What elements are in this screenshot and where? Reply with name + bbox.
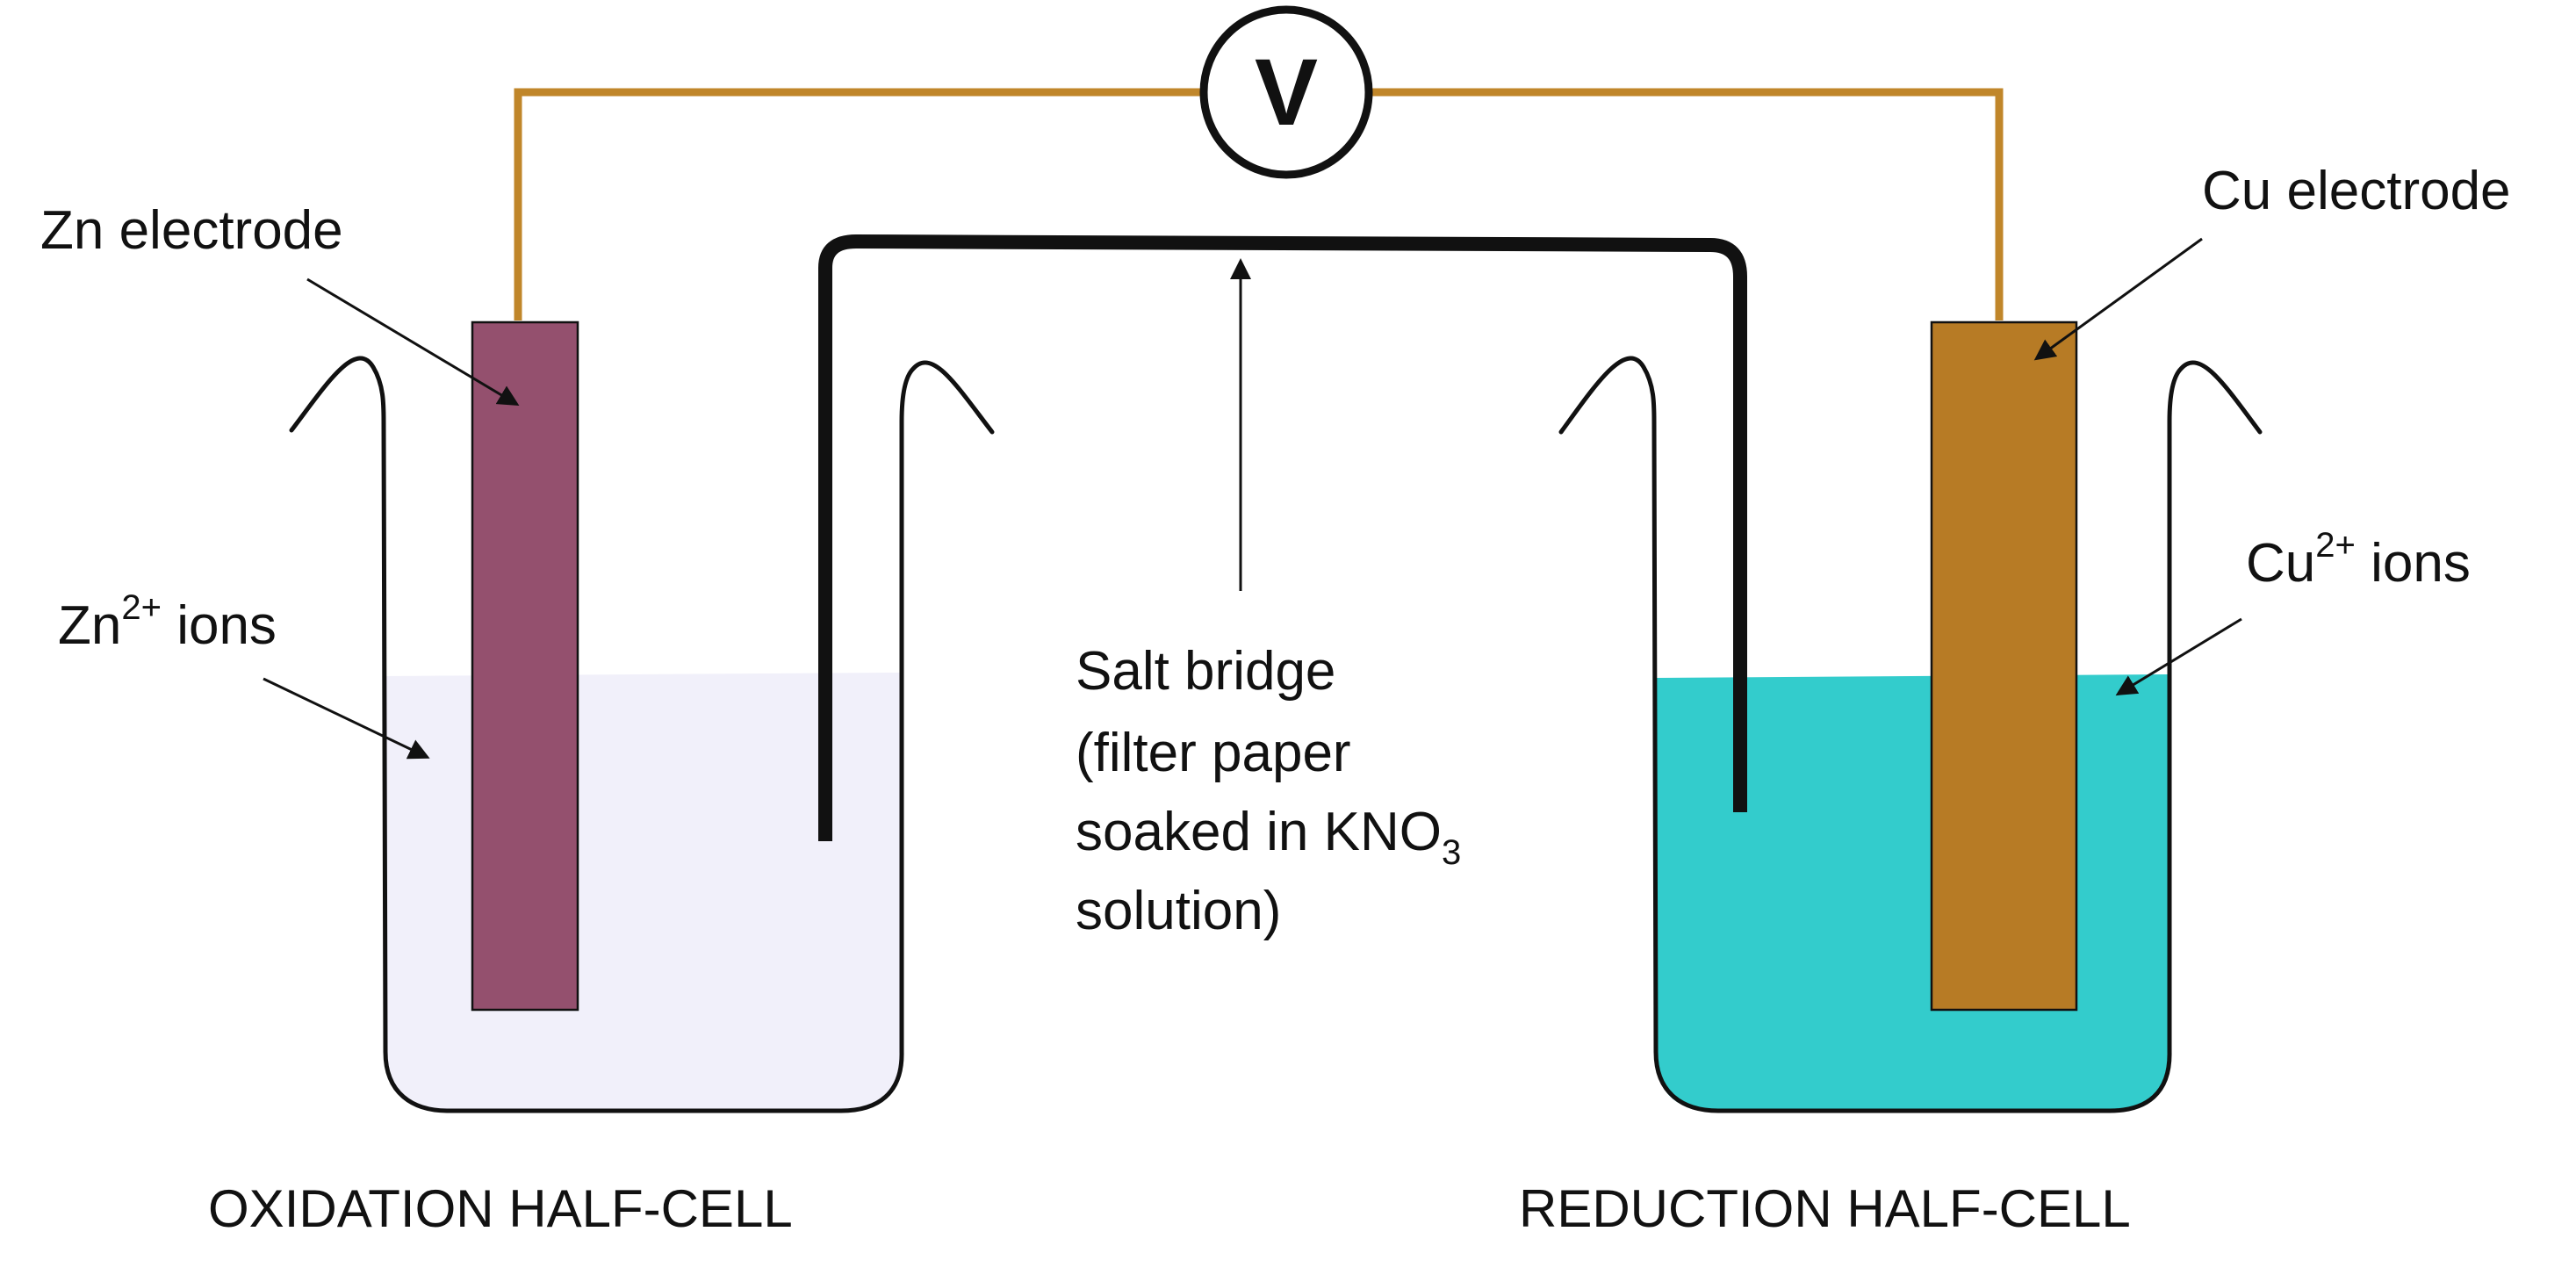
- copper-electrode: [1930, 320, 2078, 1012]
- oxidation-half-cell-caption: OXIDATION HALF-CELL: [208, 1179, 793, 1238]
- cu-electrode-pointer-arrow: [2033, 237, 2203, 361]
- salt-bridge-kno-subscript: 3: [1442, 833, 1461, 872]
- cu-ions-base: Cu: [2246, 533, 2315, 594]
- salt-bridge-label-line1: Salt bridge: [1076, 641, 1335, 702]
- copper-solution: [1656, 674, 2169, 1111]
- zn-ions-charge: 2+: [121, 588, 162, 627]
- oxidation-beaker: [289, 356, 995, 1113]
- zn-ions-base: Zn: [58, 595, 121, 656]
- salt-bridge-label-line4: solution): [1076, 881, 1281, 941]
- zn-ions-label: Zn2+ ions: [58, 588, 277, 656]
- reduction-half-cell-caption: REDUCTION HALF-CELL: [1519, 1179, 2131, 1238]
- zn-electrode-pointer-arrow: [306, 277, 520, 407]
- voltmeter-symbol: V: [1255, 39, 1318, 145]
- external-wire: [514, 88, 2004, 320]
- cu-ions-pointer-arrow: [2115, 617, 2242, 696]
- voltmeter: [1199, 5, 1373, 179]
- zinc-electrode: [471, 320, 579, 1012]
- zn-ions-suffix: ions: [162, 595, 277, 656]
- salt-bridge-label-line2: (filter paper: [1076, 723, 1351, 783]
- cu-ions-charge: 2+: [2315, 526, 2356, 565]
- salt-bridge: [818, 234, 1747, 841]
- salt-bridge-label-line3: soaked in KNO3: [1076, 802, 1461, 872]
- reduction-beaker: [1558, 356, 2263, 1113]
- cu-electrode-label: Cu electrode: [2202, 161, 2511, 221]
- cu-ions-suffix: ions: [2356, 533, 2471, 594]
- salt-bridge-kno-text: soaked in KNO: [1076, 802, 1442, 862]
- cu-ions-label: Cu2+ ions: [2246, 526, 2471, 594]
- zn-ions-pointer-arrow: [263, 677, 430, 760]
- zn-electrode-label: Zn electrode: [40, 200, 343, 261]
